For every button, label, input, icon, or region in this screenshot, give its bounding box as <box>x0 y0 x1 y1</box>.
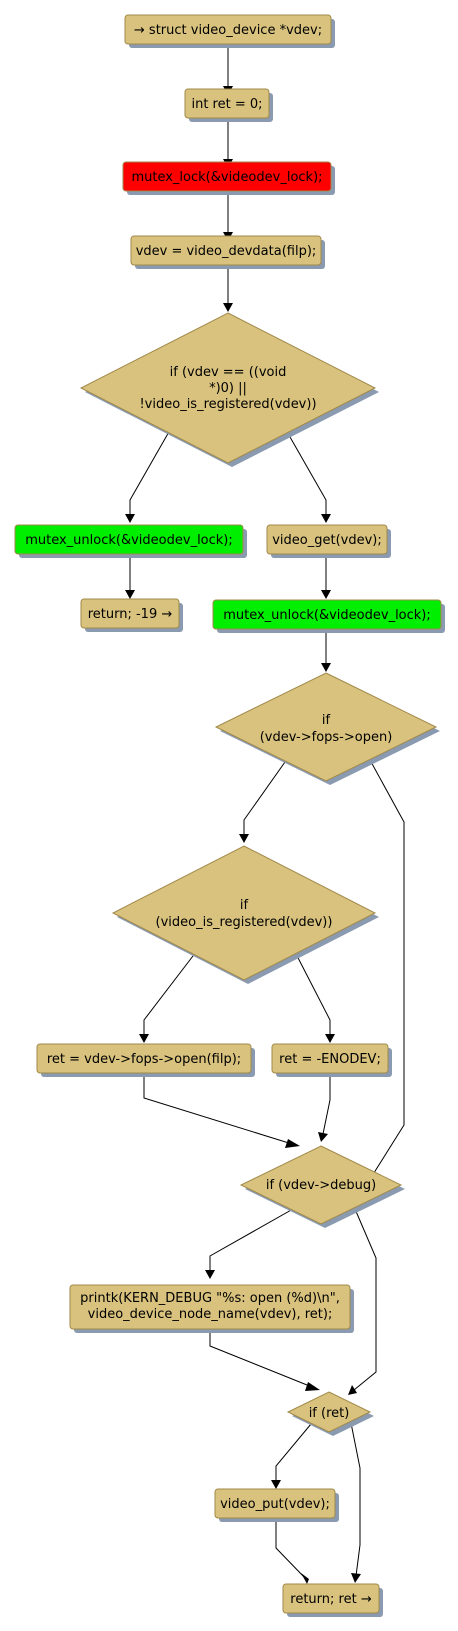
arrowhead <box>321 590 331 599</box>
arrowhead <box>325 1034 335 1043</box>
node-mutex-unlock-left: mutex_unlock(&videodev_lock); <box>14 524 247 558</box>
node-return-ret: return; ret → <box>282 1583 383 1617</box>
arrowhead <box>223 303 233 312</box>
edge-registered-to-enodev <box>293 949 331 1036</box>
node-label: → struct video_device *vdev; <box>134 23 322 38</box>
edge-check-to-unlock-left <box>129 429 171 516</box>
node-label: return; ret → <box>290 1592 372 1607</box>
node-ret-init: int ret = 0; <box>184 88 273 122</box>
node-label: mutex_unlock(&videodev_lock); <box>25 533 233 548</box>
arrowhead <box>125 590 135 599</box>
decision-is-registered: if (video_is_registered(vdev)) <box>111 845 379 984</box>
node-devdata: vdev = video_devdata(filp); <box>130 235 325 269</box>
node-printk: printk(KERN_DEBUG "%s: open (%d)\n", vid… <box>69 1284 354 1333</box>
node-label: return; -19 → <box>88 607 173 622</box>
arrowhead <box>301 1573 309 1584</box>
edge-put-to-return <box>275 1517 306 1579</box>
arrowhead <box>271 1480 281 1489</box>
edges <box>125 46 405 1584</box>
arrowhead <box>348 1385 357 1395</box>
decision-fops-open: if (vdev->fops->open) <box>214 672 440 785</box>
edge-debug-to-printk <box>209 1204 301 1272</box>
node-declaration: → struct video_device *vdev; <box>124 14 335 48</box>
edge-open-to-debug <box>369 759 405 1177</box>
decision-label: (vdev->fops->open) <box>260 730 393 745</box>
node-label: int ret = 0; <box>191 97 262 112</box>
arrowhead <box>205 1270 215 1279</box>
node-mutex-lock: mutex_lock(&videodev_lock); <box>122 161 335 195</box>
decision-debug: if (vdev->debug) <box>239 1145 405 1228</box>
decision-label: if (ret) <box>309 1406 350 1421</box>
arrowhead <box>321 514 331 523</box>
arrowhead <box>318 1132 328 1142</box>
decision-label: if <box>240 898 249 913</box>
node-label: ret = -ENODEV; <box>279 1052 381 1067</box>
decision-label: if (vdev->debug) <box>266 1178 376 1193</box>
node-set-enodev: ret = -ENODEV; <box>271 1043 392 1077</box>
decision-label: if (vdev == ((void <box>170 365 287 380</box>
edge-debug-to-ret <box>351 1201 377 1391</box>
decision-vdev-check: if (vdev == ((void *)0) || !video_is_reg… <box>79 312 379 467</box>
node-label: video_device_node_name(vdev), ret); <box>88 1307 333 1322</box>
decision-label: !video_is_registered(vdev)) <box>139 397 316 412</box>
node-label: video_get(vdev); <box>272 533 382 548</box>
arrowhead <box>351 1573 361 1583</box>
edge-enodev-to-debug <box>322 1072 331 1135</box>
node-video-put: video_put(vdev); <box>214 1488 339 1522</box>
edge-check-to-get <box>285 429 327 516</box>
node-label: mutex_unlock(&videodev_lock); <box>223 608 431 623</box>
node-label: printk(KERN_DEBUG "%s: open (%d)\n", <box>80 1291 340 1306</box>
node-label: video_put(vdev); <box>220 1497 330 1512</box>
decision-label: if <box>322 713 331 728</box>
arrowhead <box>139 1034 149 1043</box>
edge-call-open-to-debug <box>143 1072 293 1145</box>
arrowhead <box>285 1139 300 1148</box>
decision-label: *)0) || <box>209 381 247 396</box>
arrowhead <box>125 514 135 523</box>
decision-ret: if (ret) <box>286 1391 374 1436</box>
node-return-enodev: return; -19 → <box>80 598 183 632</box>
node-label: ret = vdev->fops->open(filp); <box>47 1052 241 1067</box>
arrowhead <box>321 663 331 672</box>
edge-ret-to-return <box>349 1417 361 1577</box>
node-label: mutex_lock(&videodev_lock); <box>131 170 322 185</box>
node-label: vdev = video_devdata(filp); <box>136 244 317 259</box>
node-mutex-unlock-right: mutex_unlock(&videodev_lock); <box>212 599 445 633</box>
arrowhead <box>239 834 249 843</box>
node-video-get: video_get(vdev); <box>266 524 391 558</box>
edge-registered-to-call-open <box>143 951 197 1036</box>
decision-label: (video_is_registered(vdev)) <box>156 915 333 930</box>
node-call-open: ret = vdev->fops->open(filp); <box>36 1043 255 1077</box>
edge-open-to-registered <box>243 761 286 836</box>
edge-ret-to-put <box>275 1417 317 1482</box>
arrowhead <box>305 1382 320 1391</box>
